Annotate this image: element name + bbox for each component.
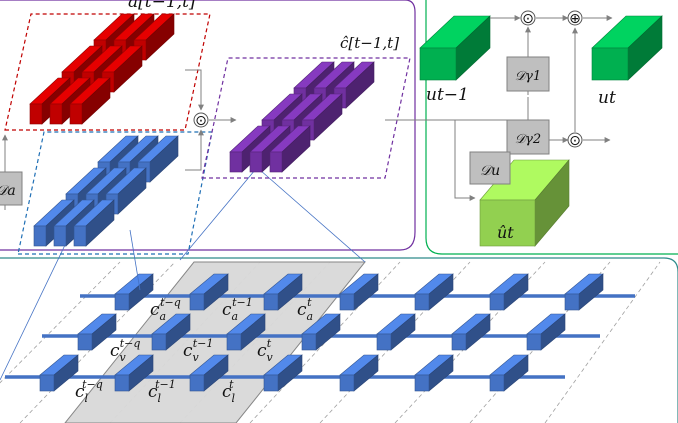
update-odot-top-symbol: ⊙ <box>522 11 534 27</box>
attention-odot <box>193 112 209 128</box>
memory-cell-r2-c2 <box>189 354 229 392</box>
update-prisms <box>419 15 663 247</box>
memory-cell-r1-c3 <box>301 313 341 351</box>
c-tensor-block <box>33 135 179 247</box>
memory-cell-r0-c5 <box>489 273 529 311</box>
d-gamma2-label: 𝒟γ2 <box>515 132 541 147</box>
a-tensor-block <box>29 13 175 125</box>
memory-cell-r1-c0 <box>77 313 117 351</box>
update-frame <box>425 0 678 255</box>
c-hat-tensor-block <box>229 61 375 173</box>
c-hat-dashed-region <box>201 57 411 179</box>
c-hat-label: ĉ[t−1,t] <box>340 34 399 52</box>
purple-block-prism-8 <box>269 125 311 173</box>
update-odot-right <box>567 132 583 148</box>
projection-lines <box>0 169 366 381</box>
u-hat-label: ût <box>497 223 514 242</box>
purple-block-prism-2 <box>333 61 375 109</box>
d-a-label: 𝒟a <box>0 183 16 199</box>
d-a-box <box>0 171 23 206</box>
memory-cell-r0-c0 <box>114 273 154 311</box>
d-gamma1-label: 𝒟γ1 <box>515 69 541 84</box>
attention-odot-symbol: ⊙ <box>195 113 207 129</box>
memory-cell-r2-c1 <box>114 354 154 392</box>
cell-label-5: cvt <box>257 337 274 364</box>
memory-cells <box>39 273 604 392</box>
memory-cell-r2-c3 <box>263 354 303 392</box>
d-gamma2-box <box>506 119 550 155</box>
d-u-box <box>469 151 511 185</box>
memory-cell-r2-c0 <box>39 354 79 392</box>
update-oplus <box>567 10 583 26</box>
update-odot-right-symbol: ⊙ <box>569 133 581 149</box>
attention-frame <box>0 0 416 251</box>
memory-cell-r2-c6 <box>489 354 529 392</box>
d-u-label: 𝒟u <box>480 163 500 179</box>
a-label: a[t−1,t] <box>128 0 196 12</box>
u-t-prism <box>591 15 663 81</box>
u-prev-label: ut−1 <box>426 85 469 105</box>
d-gamma1-box <box>506 56 550 92</box>
memory-cell-r1-c5 <box>451 313 491 351</box>
memory-cell-r2-c5 <box>414 354 454 392</box>
memory-cell-r0-c2 <box>263 273 303 311</box>
cell-label-8: clt <box>222 378 236 405</box>
u-hat-prism <box>479 159 570 247</box>
memory-cell-r1-c4 <box>376 313 416 351</box>
memory-cell-r1-c6 <box>526 313 566 351</box>
red-block-prism-8 <box>69 77 111 125</box>
red-block-prism-2 <box>133 13 175 61</box>
memory-cell-r1-c1 <box>151 313 191 351</box>
a-dashed-region <box>4 13 211 131</box>
u-t-label: ut <box>598 88 616 108</box>
memory-cell-r2-c4 <box>339 354 379 392</box>
update-odot-top <box>520 10 536 26</box>
memory-cell-r1-c2 <box>226 313 266 351</box>
memory-cell-r0-c4 <box>414 273 454 311</box>
u-prev-prism <box>419 15 491 81</box>
cell-label-2: cat <box>297 296 313 323</box>
memory-cell-r0-c1 <box>189 273 229 311</box>
memory-cell-r0-c6 <box>564 273 604 311</box>
attention-arrows <box>1 69 508 210</box>
update-oplus-symbol: ⊕ <box>569 11 581 27</box>
blue-block-prism-8 <box>73 199 115 247</box>
memory-cell-r0-c3 <box>339 273 379 311</box>
